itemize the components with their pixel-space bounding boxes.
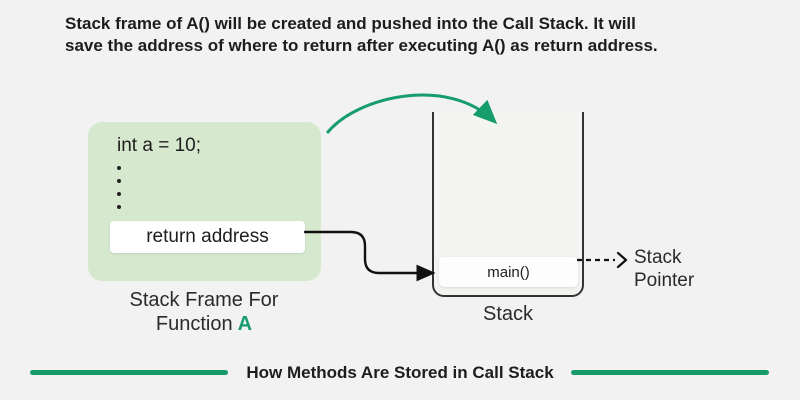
footer-title: How Methods Are Stored in Call Stack	[246, 363, 554, 382]
return-address-box: return address	[110, 221, 305, 253]
stack-label: Stack	[482, 303, 534, 325]
header-line-1: Stack frame of A() will be created and p…	[65, 14, 636, 33]
ellipsis-dot	[117, 192, 121, 196]
code-line: int a = 10;	[117, 135, 201, 156]
caption-line-1: Stack Frame For	[129, 289, 279, 311]
ellipsis-dot	[117, 205, 121, 209]
vertical-ellipsis-icon	[117, 166, 121, 209]
return-address-label: return address	[146, 226, 269, 247]
stack-pointer-label: Stack Pointer	[634, 247, 695, 291]
main-label: main()	[487, 263, 530, 281]
header-line-2: save the address of where to return afte…	[65, 36, 658, 55]
header-description: Stack frame of A() will be created and p…	[65, 13, 658, 57]
return-address-arrow-icon	[303, 230, 436, 282]
footer-divider-right	[571, 370, 769, 375]
main-stack-entry: main()	[439, 257, 578, 287]
stack-pointer-arrowhead-icon	[616, 251, 628, 269]
footer-divider-left	[30, 370, 228, 375]
ellipsis-dot	[117, 179, 121, 183]
stack-frame-panel: int a = 10; return address	[88, 122, 321, 281]
ellipsis-dot	[117, 166, 121, 170]
caption-function-name: A	[237, 313, 253, 335]
caption-function-text: Function	[155, 313, 233, 335]
